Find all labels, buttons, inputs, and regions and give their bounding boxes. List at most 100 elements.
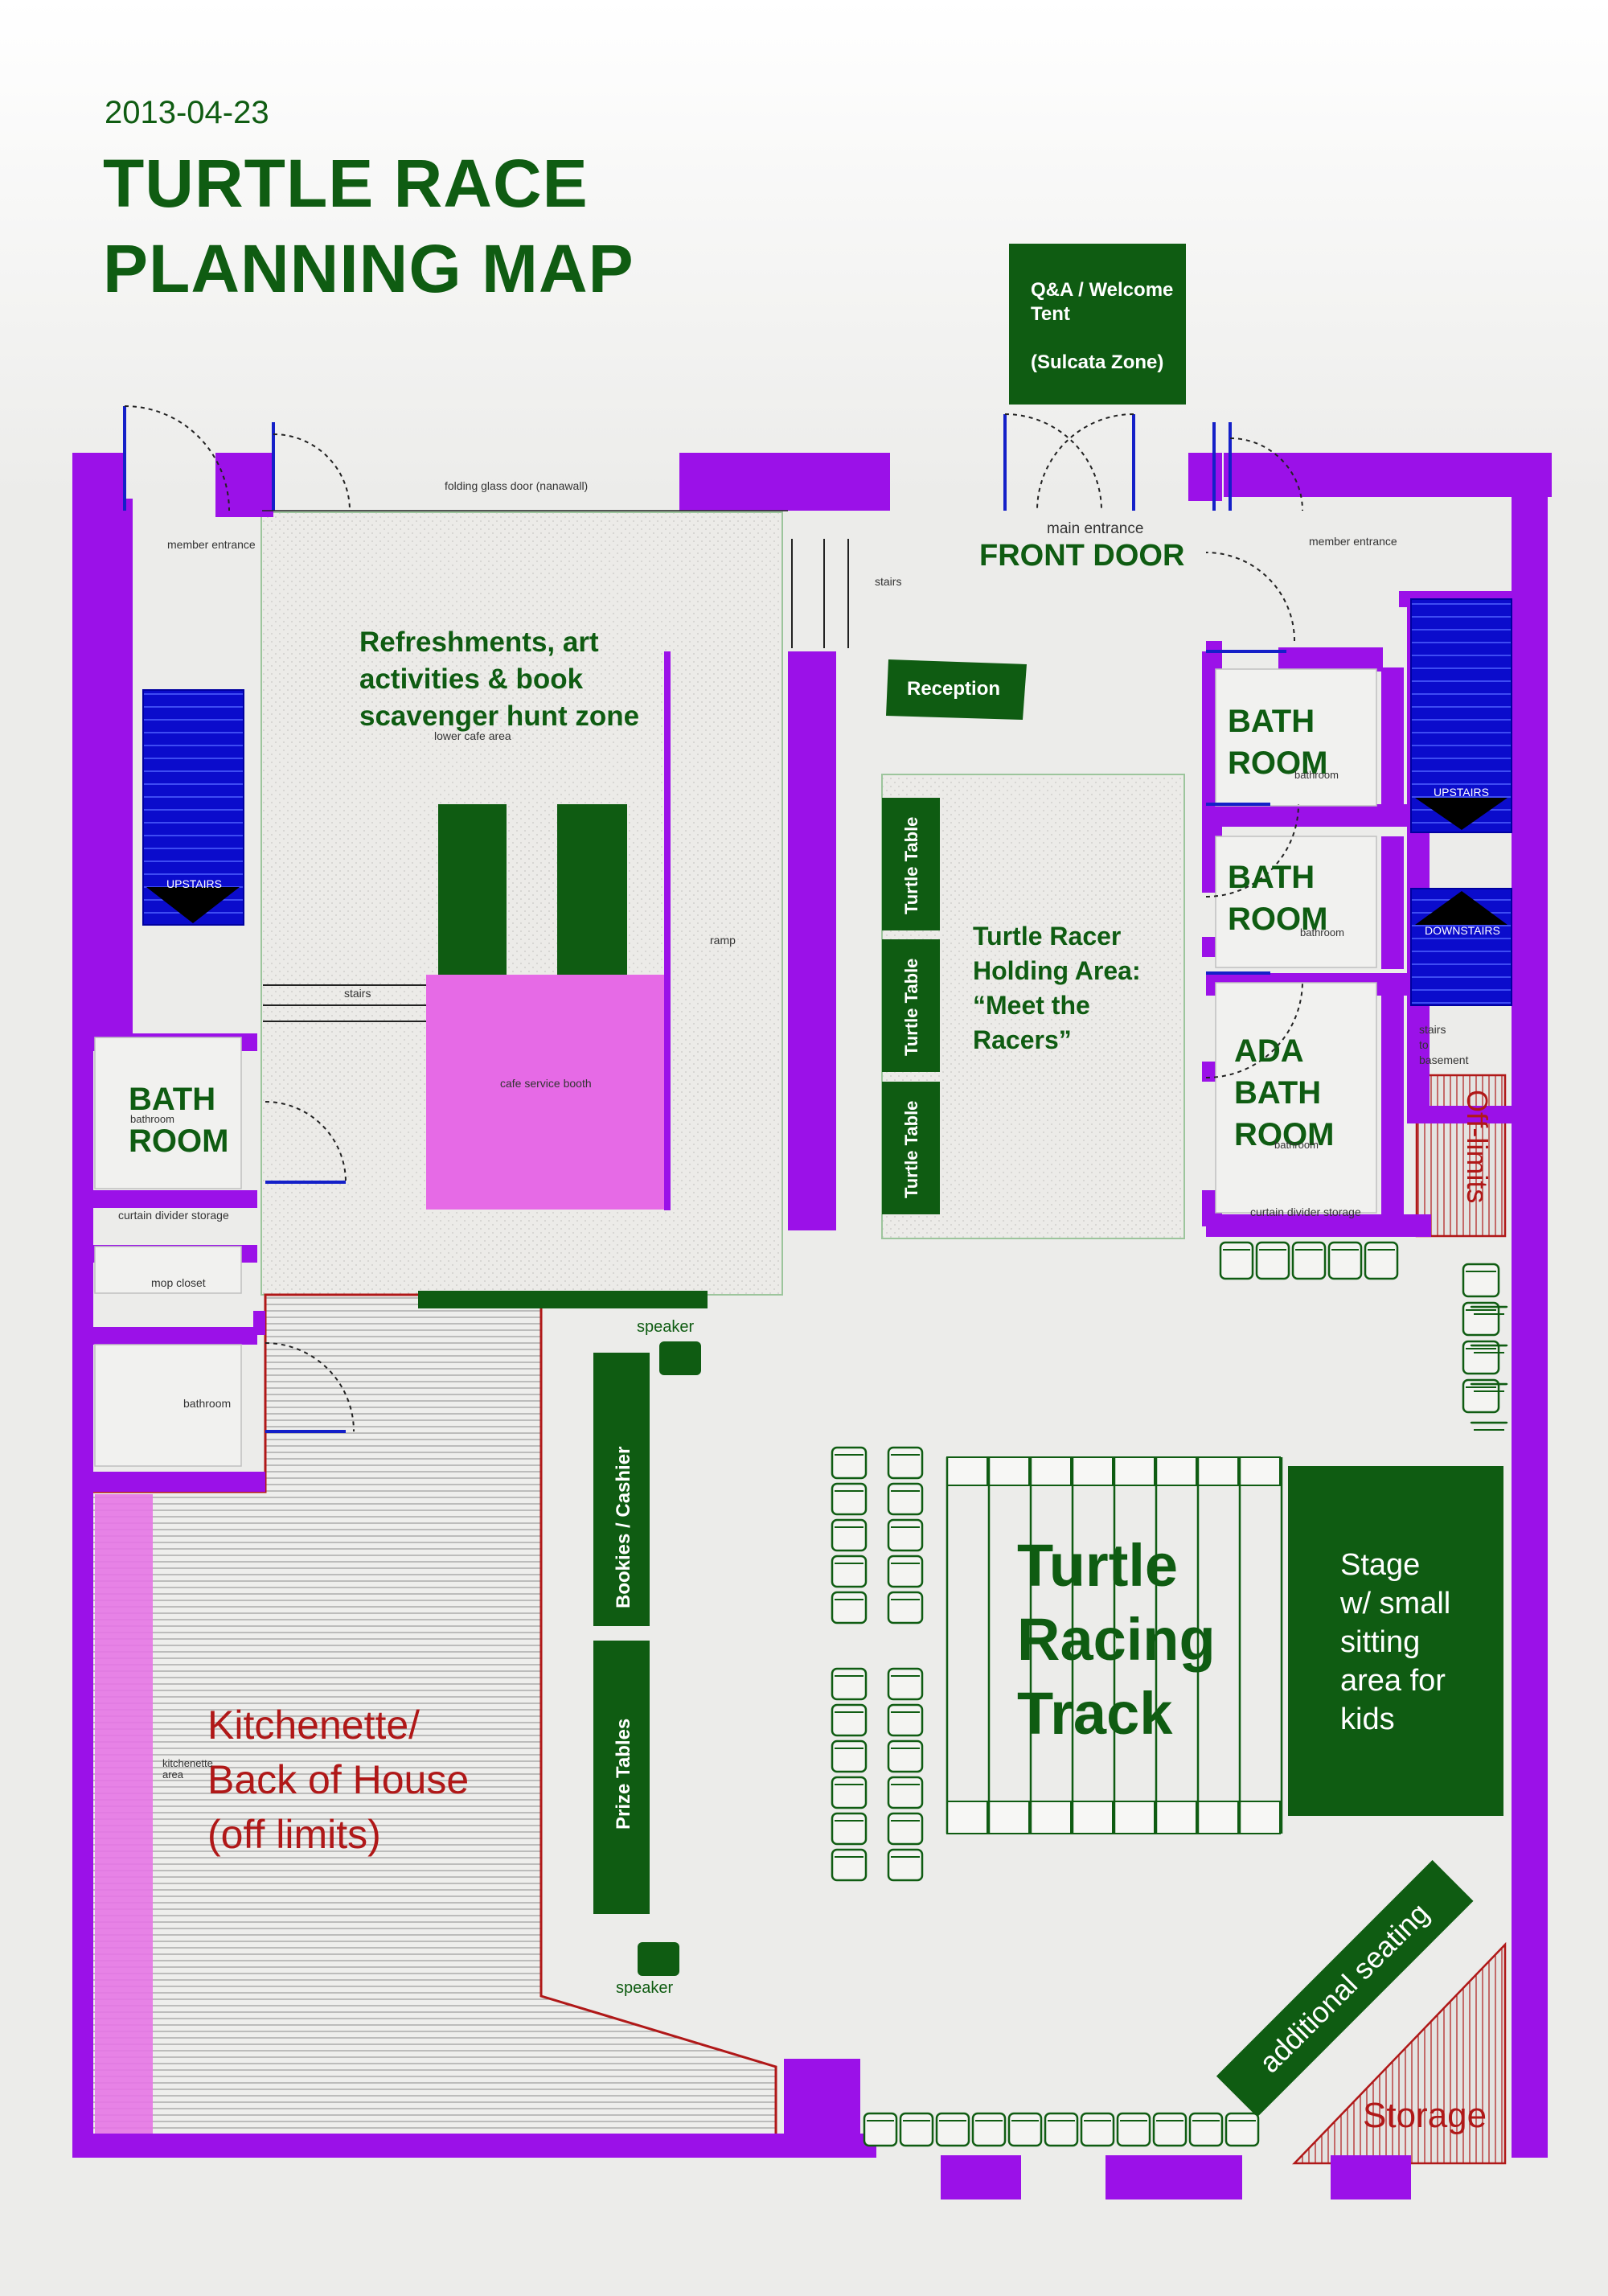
page-title-line-2: PLANNING MAP: [103, 230, 634, 308]
stairs-to-basement-label: to: [1419, 1038, 1429, 1051]
reception-label: Reception: [907, 678, 1000, 700]
turtle-table-label: Turtle Table: [901, 817, 921, 914]
cafe-bar-bottom: [418, 1291, 708, 1308]
chair: [832, 1813, 866, 1844]
racing-track-label: Turtle: [1017, 1532, 1178, 1599]
chair: [832, 1850, 866, 1880]
track-lane-top: [1073, 1457, 1113, 1485]
member-entrance-label: member entrance: [167, 538, 256, 551]
chair: [1081, 2113, 1114, 2146]
curtain-storage-label: curtain divider storage: [1250, 1206, 1361, 1218]
wall-bath-divider: [1381, 667, 1404, 812]
chair: [832, 1669, 866, 1699]
chair: [937, 2113, 969, 2146]
bathroom-small-label: bathroom: [1294, 769, 1339, 781]
kitchenette-area-label: area: [162, 1768, 184, 1781]
curtain-storage-label: curtain divider storage: [118, 1209, 229, 1222]
chair: [832, 1484, 866, 1514]
speaker-label: speaker: [616, 1979, 673, 1997]
bathroom-label: BATH: [1228, 860, 1315, 895]
wall-corner: [784, 2059, 860, 2135]
stage-label: w/ small: [1339, 1587, 1450, 1620]
track-lane-top: [1114, 1457, 1155, 1485]
chair: [1293, 1242, 1325, 1279]
plan-date: 2013-04-23: [105, 95, 269, 131]
track-lane-bottom: [1114, 1801, 1155, 1834]
welcome-tent-label: Tent: [1031, 303, 1070, 325]
prize-tables-label: Prize Tables: [613, 1719, 634, 1830]
chair: [888, 1556, 922, 1587]
track-lane-top: [1156, 1457, 1196, 1485]
chair: [1154, 2113, 1186, 2146]
chair: [832, 1777, 866, 1808]
chair: [832, 1520, 866, 1551]
wall-left-bath: [92, 1327, 257, 1345]
cafe-service-booth: [426, 975, 667, 1210]
chair: [832, 1705, 866, 1735]
track-lane-bottom: [1073, 1801, 1113, 1834]
page-title-line-1: TURTLE RACE: [103, 145, 589, 223]
kitchenette-label: Kitchenette/: [207, 1702, 420, 1748]
refreshments-label: scavenger hunt zone: [359, 700, 639, 732]
ramp-label: ramp: [710, 934, 736, 947]
racing-track-label: Racing: [1017, 1606, 1216, 1673]
ada-bathroom-label: ADA: [1234, 1033, 1304, 1069]
stage-label: area for: [1340, 1664, 1446, 1698]
front-door-label: FRONT DOOR: [979, 539, 1184, 573]
member-entrance-label: member entrance: [1309, 535, 1397, 548]
bathroom-small-label: bathroom: [130, 1113, 174, 1125]
track-lane-bottom: [1156, 1801, 1196, 1834]
lower-cafe-label: lower cafe area: [434, 729, 511, 742]
wall-bath-divider: [1381, 836, 1404, 969]
stairs-to-basement-label: stairs: [1419, 1023, 1446, 1036]
chair: [888, 1520, 922, 1551]
chair: [1009, 2113, 1041, 2146]
chair: [1118, 2113, 1150, 2146]
chair: [1190, 2113, 1222, 2146]
speaker-2: [638, 1942, 679, 1976]
chair: [1226, 2113, 1258, 2146]
track-lane-bottom: [1031, 1801, 1071, 1834]
stage-label: Stage: [1340, 1548, 1420, 1582]
chair: [1045, 2113, 1077, 2146]
turtle-table-label: Turtle Table: [901, 959, 921, 1056]
mop-closet-label: mop closet: [151, 1276, 206, 1289]
kitchenette-area-label: kitchenette: [162, 1757, 213, 1769]
bathroom-label: BATH: [129, 1082, 215, 1117]
welcome-tent-label: (Sulcata Zone): [1031, 351, 1163, 373]
holding-area-label: Holding Area:: [973, 956, 1141, 985]
chair: [888, 1813, 922, 1844]
chair: [900, 2113, 933, 2146]
chair: [864, 2113, 896, 2146]
chair: [1463, 1264, 1499, 1296]
wall: [215, 453, 273, 517]
downstairs-label: DOWNSTAIRS: [1425, 924, 1500, 937]
wall-stub: [1331, 2155, 1411, 2199]
refreshments-label: Refreshments, art: [359, 626, 599, 658]
cafe-table: [438, 804, 507, 975]
storage-label: Storage: [1363, 2096, 1487, 2135]
wall-jamb: [253, 1311, 265, 1335]
ramp-line: [664, 651, 671, 1210]
wall: [788, 651, 836, 1230]
bookies-cashier-label: Bookies / Cashier: [613, 1447, 634, 1608]
chair: [888, 1484, 922, 1514]
bathroom-label: BATH: [1228, 704, 1315, 739]
wall-stub: [1106, 2155, 1242, 2199]
upstairs-label: UPSTAIRS: [1434, 786, 1489, 799]
wall-stub: [941, 2155, 1021, 2199]
folding-door-label: folding glass door (nanawall): [445, 479, 588, 492]
stage-label: kids: [1340, 1702, 1395, 1736]
holding-area-label: Turtle Racer: [973, 922, 1121, 951]
turtle-table-label: Turtle Table: [901, 1101, 921, 1198]
chair: [1365, 1242, 1397, 1279]
upstairs-label: UPSTAIRS: [166, 877, 222, 890]
wall: [679, 453, 890, 511]
wall: [92, 499, 133, 812]
chair: [832, 1741, 866, 1772]
speaker-label: speaker: [637, 1318, 694, 1336]
chair: [888, 1777, 922, 1808]
door-bath-1[interactable]: [1206, 552, 1294, 641]
wall: [1512, 453, 1548, 2158]
cafe-booth-label: cafe service booth: [500, 1077, 592, 1090]
